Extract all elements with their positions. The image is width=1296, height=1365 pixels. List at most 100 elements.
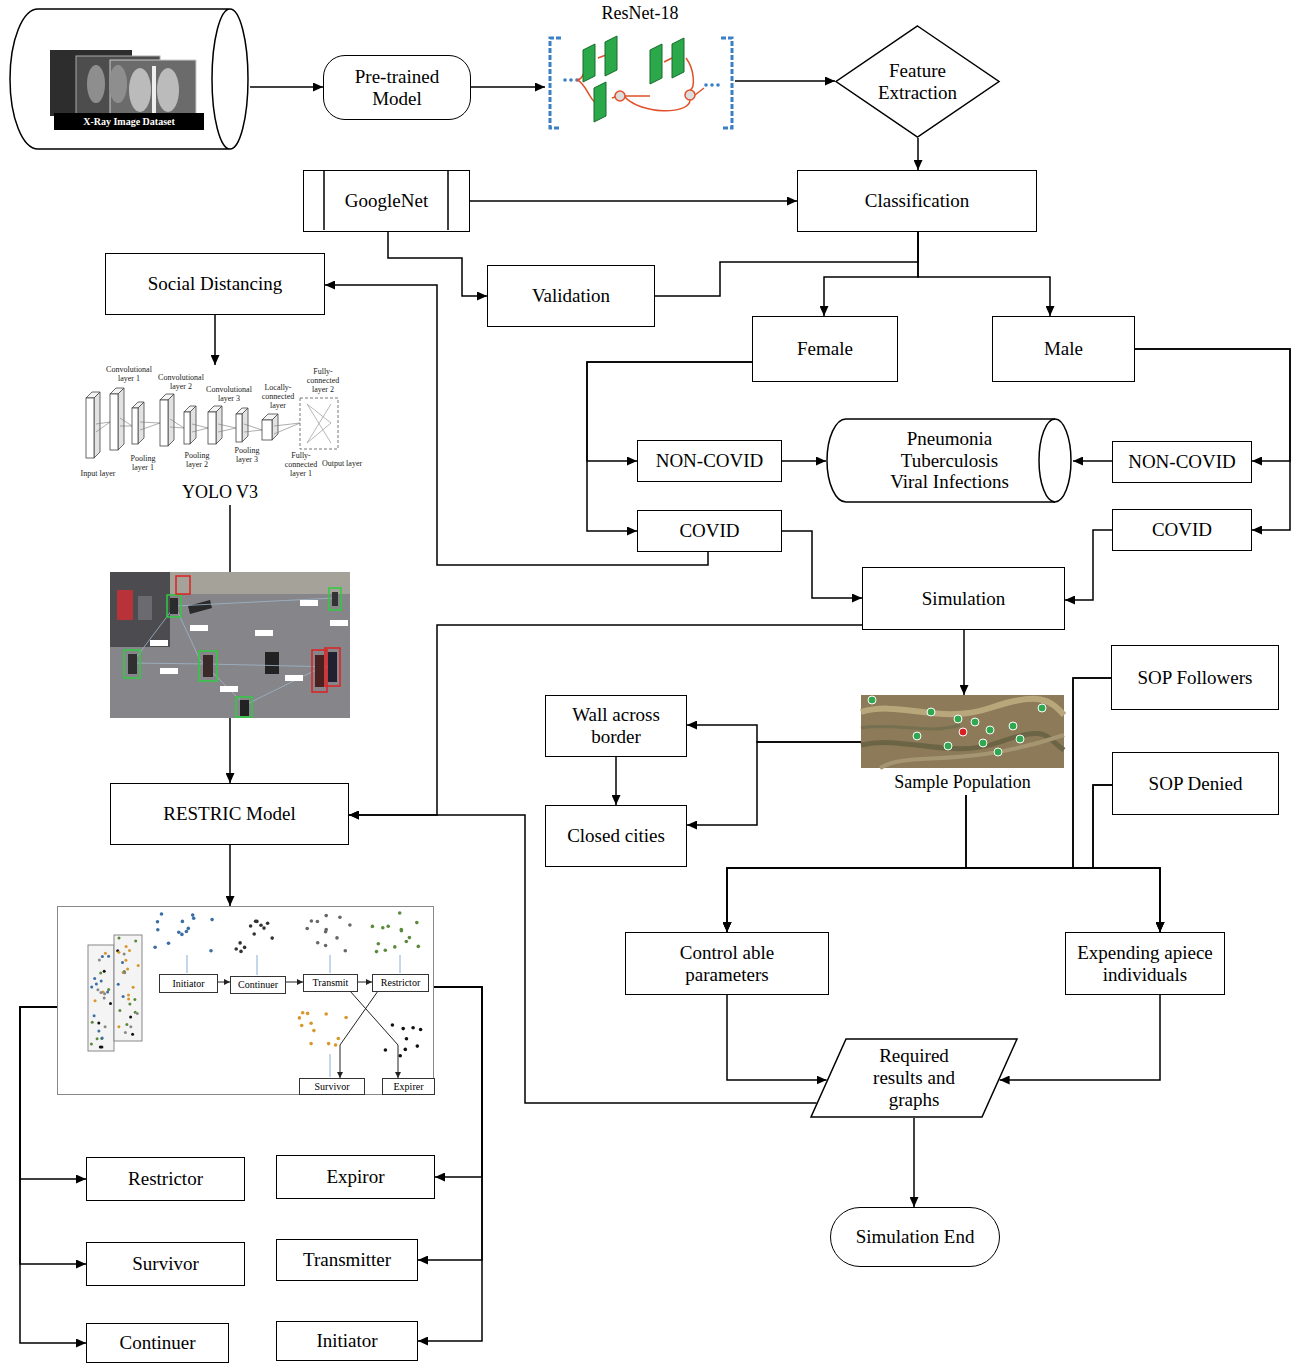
xray-photo-part [152, 66, 156, 114]
population-panel-part [377, 942, 381, 946]
node-label: COVID [679, 520, 739, 542]
map-photo-part [954, 715, 962, 723]
population-panel-part [137, 964, 140, 967]
population-panel-part [123, 971, 126, 974]
map-photo-part [959, 728, 967, 736]
street-photo-part [190, 625, 208, 631]
population-panel-part [259, 923, 263, 927]
process-box: Classification [797, 170, 1037, 232]
node-label: Control able parameters [662, 942, 792, 986]
street-photo-part [315, 655, 324, 687]
population-panel-part [239, 950, 243, 954]
xray-photo [50, 50, 196, 122]
process-box: Survivor [86, 1242, 245, 1286]
population-panel-part [96, 1037, 99, 1040]
node-label: Initiator [316, 1330, 377, 1352]
population-panel-part [118, 937, 121, 940]
population-panel-part [398, 1054, 402, 1058]
connector [229, 845, 231, 906]
population-panel-part [156, 920, 160, 924]
layer-label: Input layer [76, 470, 120, 479]
connector [286, 982, 303, 983]
connector [735, 80, 835, 82]
connector [966, 795, 1160, 932]
connector [1073, 460, 1112, 462]
population-panel-part [324, 944, 328, 948]
population-panel-part [133, 998, 136, 1001]
street-photo-part [124, 650, 140, 678]
street-photo-part [199, 651, 217, 681]
node-label: Male [1044, 338, 1083, 360]
map-photo-part [913, 732, 921, 740]
population-panel-part [238, 941, 242, 945]
street-photo-part [325, 648, 340, 686]
street-photo-part [110, 572, 350, 718]
connector [918, 232, 1050, 316]
resnet-figure-part [563, 78, 567, 82]
node-label: Expirer [394, 1081, 424, 1093]
resnet-figure-part [716, 83, 720, 87]
process-box: Closed cities [545, 805, 687, 867]
population-panel-part [91, 1021, 94, 1024]
population-panel-part [309, 1042, 313, 1046]
street-photo-part [128, 654, 137, 674]
node-label: COVID [1152, 519, 1212, 541]
resnet-figure-part [615, 91, 625, 101]
population-panel-part [160, 912, 164, 916]
population-panel-part [335, 936, 339, 940]
population-panel-part [375, 950, 379, 954]
connector [782, 460, 826, 462]
population-panel-part [125, 1023, 128, 1026]
population-panel-part [117, 951, 120, 954]
node-label: Simulation [922, 588, 1005, 610]
model-panel: InitiatorContinuerTransmitRestrictorSurv… [57, 906, 434, 1095]
population-panel-part [401, 1027, 405, 1031]
connector [687, 742, 861, 825]
population-panel-part [95, 982, 98, 985]
street-photo-part [203, 655, 213, 677]
map-photo-part [971, 718, 979, 726]
node-label: Continuer [238, 979, 278, 991]
population-panel-part [180, 933, 184, 937]
population-panel-part [103, 992, 106, 995]
population-panel-part [100, 1037, 103, 1040]
population-panel-part [400, 929, 404, 933]
population-panel-part [300, 1024, 304, 1028]
process-box: Control able parameters [625, 932, 829, 995]
yolo-figure-part [216, 406, 222, 444]
population-panel-part [262, 926, 266, 930]
process-box: Female [752, 316, 898, 382]
population-panel-part [107, 955, 110, 958]
population-panel-part [324, 928, 328, 932]
layer-label: Fully-connected layer 2 [300, 368, 346, 394]
street-photo-part [138, 596, 152, 620]
connector [1000, 995, 1160, 1080]
process-box: COVID [1112, 509, 1252, 551]
io-parallelogram: Required results and graphs [810, 1038, 1018, 1118]
population-panel-part [312, 1029, 316, 1033]
connector [340, 991, 378, 1078]
connector [471, 86, 545, 88]
connector [218, 982, 230, 983]
population-panel-part [209, 949, 213, 953]
population-panel-part [99, 1046, 102, 1049]
resnet-figure-part [594, 82, 606, 122]
process-box: Validation [487, 265, 655, 327]
process-box: Male [992, 316, 1135, 382]
decision-diamond: Feature Extraction [835, 25, 1000, 138]
connector [1065, 530, 1112, 600]
connector [20, 1007, 86, 1179]
yolo-figure-part [168, 394, 174, 446]
population-panel-part [156, 928, 160, 932]
population-panel-part [415, 921, 419, 925]
population-panel-part [90, 985, 93, 988]
population-panel-part [344, 1016, 348, 1020]
resnet-figure-part [583, 44, 595, 82]
node-label: Continuer [120, 1332, 196, 1354]
population-panel-part [132, 986, 135, 989]
process-box: Wall across border [545, 695, 687, 757]
population-panel-part [122, 995, 125, 998]
connector [434, 987, 482, 1177]
population-panel-part [134, 939, 137, 942]
state-box: Survivor [299, 1078, 365, 1095]
